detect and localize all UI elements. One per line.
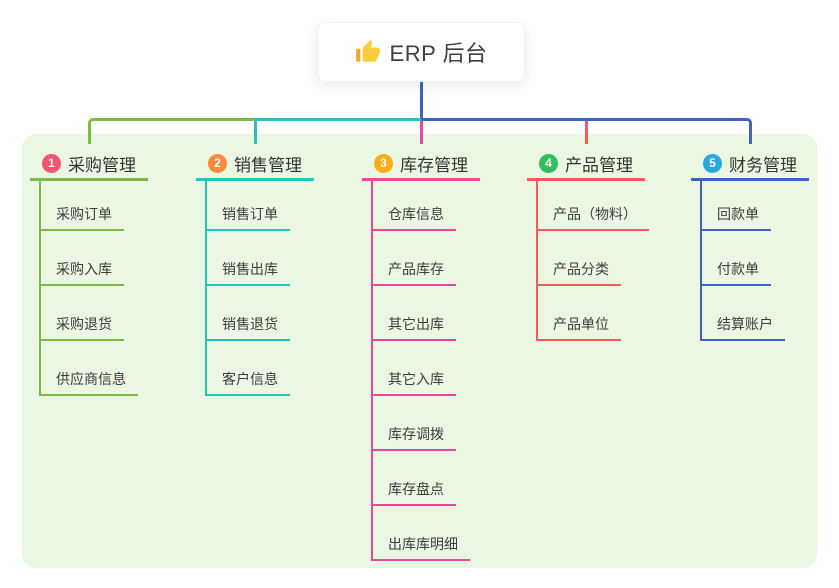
branch-number-badge: 5 bbox=[703, 153, 722, 173]
branches-panel bbox=[22, 134, 817, 568]
branch-node-1[interactable]: 1 采购管理 bbox=[30, 148, 148, 181]
branch-number-badge: 2 bbox=[208, 153, 227, 173]
child-node[interactable]: 其它出库 bbox=[373, 286, 456, 341]
child-node[interactable]: 产品分类 bbox=[538, 231, 621, 286]
child-node[interactable]: 采购订单 bbox=[41, 181, 124, 231]
root-node[interactable]: ERP 后台 bbox=[317, 22, 525, 82]
child-node[interactable]: 回款单 bbox=[702, 181, 771, 231]
child-node[interactable]: 采购退货 bbox=[41, 286, 124, 341]
child-node[interactable]: 库存调拨 bbox=[373, 396, 456, 451]
branch-number-badge: 3 bbox=[374, 153, 393, 173]
branch-node-2[interactable]: 2 销售管理 bbox=[196, 148, 314, 181]
child-node[interactable]: 产品（物料） bbox=[538, 181, 649, 231]
child-node[interactable]: 客户信息 bbox=[207, 341, 290, 396]
child-node[interactable]: 付款单 bbox=[702, 231, 771, 286]
child-node[interactable]: 产品库存 bbox=[373, 231, 456, 286]
child-node[interactable]: 销售订单 bbox=[207, 181, 290, 231]
thumbs-up-icon bbox=[355, 39, 381, 65]
branch-children: 销售订单销售出库销售退货客户信息 bbox=[205, 181, 314, 396]
branch-column-1: 1 采购管理采购订单采购入库采购退货供应商信息 bbox=[30, 148, 148, 396]
branch-label: 库存管理 bbox=[400, 155, 468, 175]
branch-node-3[interactable]: 3 库存管理 bbox=[362, 148, 480, 181]
child-node[interactable]: 供应商信息 bbox=[41, 341, 138, 396]
branch-column-3: 3 库存管理仓库信息产品库存其它出库其它入库库存调拨库存盘点出库库明细 bbox=[362, 148, 480, 561]
branch-children: 采购订单采购入库采购退货供应商信息 bbox=[39, 181, 148, 396]
branch-label: 财务管理 bbox=[729, 155, 797, 175]
child-node[interactable]: 库存盘点 bbox=[373, 451, 456, 506]
branch-column-5: 5 财务管理回款单付款单结算账户 bbox=[691, 148, 809, 341]
child-node[interactable]: 结算账户 bbox=[702, 286, 785, 341]
branch-column-2: 2 销售管理销售订单销售出库销售退货客户信息 bbox=[196, 148, 314, 396]
branch-number-badge: 1 bbox=[42, 153, 61, 173]
branch-label: 产品管理 bbox=[565, 155, 633, 175]
branch-label: 采购管理 bbox=[68, 155, 136, 175]
branch-children: 回款单付款单结算账户 bbox=[700, 181, 809, 341]
branch-node-4[interactable]: 4 产品管理 bbox=[527, 148, 645, 181]
child-node[interactable]: 仓库信息 bbox=[373, 181, 456, 231]
child-node[interactable]: 出库库明细 bbox=[373, 506, 470, 561]
connector-root-stem bbox=[419, 82, 423, 121]
branch-children: 仓库信息产品库存其它出库其它入库库存调拨库存盘点出库库明细 bbox=[371, 181, 480, 561]
branch-label: 销售管理 bbox=[234, 155, 302, 175]
branch-number-badge: 4 bbox=[539, 153, 558, 173]
child-node[interactable]: 销售出库 bbox=[207, 231, 290, 286]
child-node[interactable]: 采购入库 bbox=[41, 231, 124, 286]
child-node[interactable]: 产品单位 bbox=[538, 286, 621, 341]
child-node[interactable]: 其它入库 bbox=[373, 341, 456, 396]
branch-children: 产品（物料）产品分类产品单位 bbox=[536, 181, 649, 341]
child-node[interactable]: 销售退货 bbox=[207, 286, 290, 341]
root-title: ERP 后台 bbox=[389, 41, 488, 66]
branch-column-4: 4 产品管理产品（物料）产品分类产品单位 bbox=[527, 148, 649, 341]
branch-node-5[interactable]: 5 财务管理 bbox=[691, 148, 809, 181]
